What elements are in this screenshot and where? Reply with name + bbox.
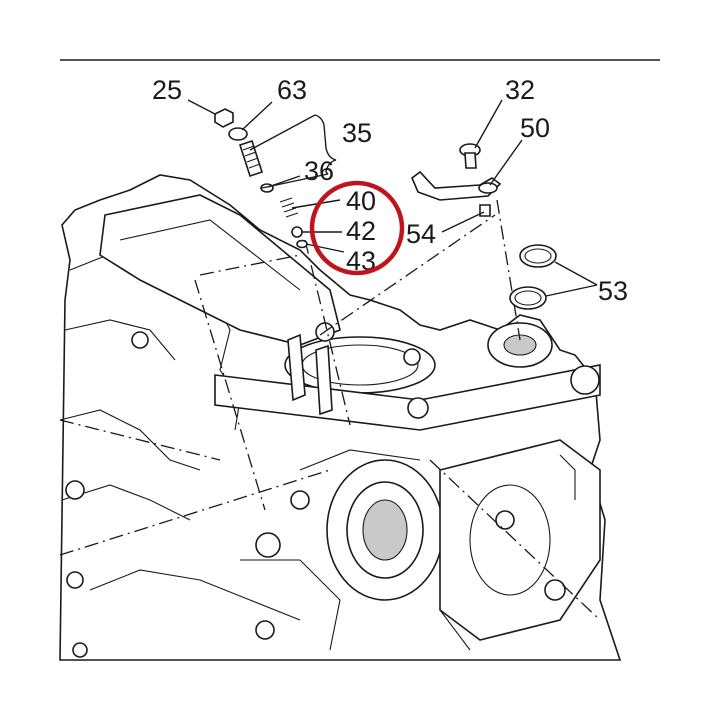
boss-hole-2 (403, 348, 421, 366)
part-40-spring (279, 197, 299, 218)
leader-32 (474, 99, 503, 149)
stud-threads (242, 145, 261, 169)
axis-left (59, 419, 221, 461)
right-boss-hole (504, 335, 536, 355)
leader-53-b (545, 284, 598, 297)
bearing-bore-rim (362, 499, 408, 561)
shaft-end (570, 365, 600, 395)
crankcase-illustration (59, 174, 622, 661)
axis-right (429, 459, 601, 621)
post-2 (315, 344, 333, 416)
part-53-oring-upper-inner (524, 248, 552, 264)
boss-hole-4 (255, 532, 281, 558)
leader-40 (291, 199, 341, 209)
right-boss-hole-rim (503, 334, 537, 356)
callout-35: 35 (342, 118, 372, 148)
callout-32: 32 (505, 75, 535, 105)
callout-25: 25 (152, 75, 182, 105)
leader-36 (267, 175, 301, 188)
bracket-edge (119, 219, 301, 291)
boss-hole-6 (65, 480, 85, 500)
bolt-hole-1 (544, 579, 566, 601)
leader-lines (187, 99, 598, 297)
highlight-circle (309, 180, 405, 276)
boss-hole-3 (407, 397, 429, 419)
right-lower-ring (469, 484, 551, 596)
leader-63 (241, 101, 273, 131)
callout-36: 36 (304, 156, 334, 186)
leader-53-a (554, 261, 598, 286)
lower-rib-3 (439, 609, 471, 651)
part-43-seat (296, 239, 308, 249)
callout-40: 40 (346, 186, 376, 216)
boss-hole-8 (131, 331, 149, 349)
leader-50 (489, 139, 523, 186)
part-42-ball (291, 226, 303, 238)
lower-rib-2 (240, 559, 341, 651)
boss-hole-5 (290, 490, 310, 510)
left-rib-3 (59, 409, 201, 471)
axis-lower-left (59, 469, 331, 556)
part-53-oring-lower-inner (514, 290, 542, 306)
callout-63: 63 (277, 75, 307, 105)
lower-rib-1 (299, 449, 421, 471)
post-1 (287, 333, 306, 402)
leader-54 (441, 211, 485, 233)
part-50-pipe (411, 170, 502, 201)
bracket-35 (314, 114, 337, 175)
bearing-housing-bore (363, 500, 407, 560)
boss-hole-7 (66, 571, 84, 589)
part-63-washer (228, 127, 248, 141)
part-32-bolt-shank (464, 152, 477, 169)
assembly-axes (59, 199, 601, 621)
left-rib-5 (89, 569, 301, 621)
right-bracket (559, 454, 576, 500)
boss-hole-9 (255, 620, 275, 640)
leader-43 (305, 243, 345, 253)
callout-42: 42 (346, 216, 376, 246)
leader-25 (187, 99, 216, 115)
axis-valve-stack (304, 239, 351, 426)
callout-labels: 25 63 35 36 40 42 43 32 50 54 53 (152, 75, 628, 306)
part-50-eye (478, 182, 498, 194)
oil-pipe-parts (411, 143, 557, 310)
axis-top-left (199, 254, 301, 276)
left-rib-4 (61, 484, 191, 521)
valve-stack-parts (214, 108, 308, 249)
boss-hole-10 (72, 642, 88, 658)
part-54-pin (479, 204, 491, 217)
callout-50: 50 (520, 113, 550, 143)
callout-53: 53 (598, 276, 628, 306)
leader-35-a (249, 114, 316, 151)
left-rib-2 (64, 319, 176, 361)
part-25-nut (214, 108, 234, 128)
axis-pipe (319, 214, 496, 336)
callout-54: 54 (406, 219, 436, 249)
part-35-stud (238, 139, 264, 178)
bolt-hole-2 (495, 510, 515, 530)
